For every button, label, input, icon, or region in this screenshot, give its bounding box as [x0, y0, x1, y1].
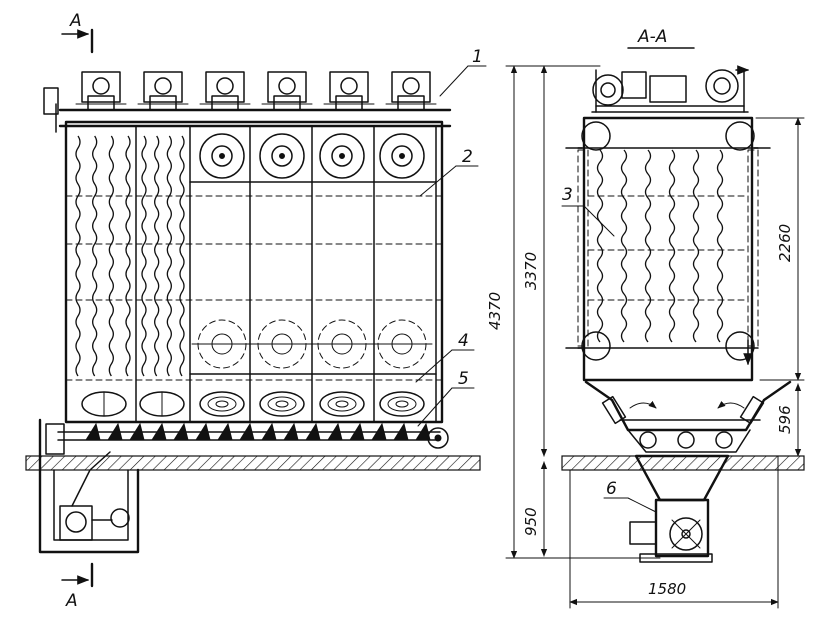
- chain-columns: [75, 135, 185, 377]
- section-chains: [587, 149, 749, 343]
- section-mark-bottom-label: A: [65, 591, 78, 611]
- dim-hopper-height: 596: [776, 405, 794, 434]
- pit-drive: [38, 418, 140, 554]
- drive-unit: [261, 71, 313, 111]
- dim-below-floor: 950: [522, 507, 540, 536]
- callout-6-label: 6: [606, 479, 617, 499]
- drive-unit: [323, 71, 375, 111]
- drive-unit: [75, 71, 127, 111]
- section-housing: [582, 116, 754, 382]
- callout-2-label: 2: [462, 147, 473, 167]
- column-dividers: [135, 125, 437, 423]
- section-title: A-A: [637, 27, 667, 47]
- dim-base-width: 1580: [648, 580, 686, 598]
- dim-overall-height: 4370: [486, 292, 504, 330]
- dim-upper-height: 3370: [522, 252, 540, 290]
- section-hopper: [584, 380, 792, 453]
- screw-conveyor: [57, 422, 449, 449]
- dim-column-height: 2260: [776, 224, 794, 262]
- floor-left: [25, 455, 481, 471]
- callout-4: 4: [415, 331, 475, 383]
- callout-3-label: 3: [562, 185, 573, 205]
- callout-5: 5: [417, 369, 475, 427]
- section-mark-top: A: [61, 11, 94, 54]
- callout-5-label: 5: [458, 369, 469, 389]
- callout-1-label: 1: [472, 47, 483, 67]
- callout-3: 3: [561, 185, 615, 237]
- section-mark-bottom: A: [61, 562, 94, 611]
- section-view: A-A: [561, 27, 805, 563]
- upper-sprockets: [199, 133, 425, 179]
- floor-right: [561, 455, 805, 471]
- callout-4-label: 4: [458, 331, 469, 351]
- main-frame: [64, 120, 444, 424]
- callout-6: 6: [603, 479, 657, 513]
- section-top-drive: [591, 65, 750, 113]
- dimension-lines: 4370 3370 950 2260 596 1580: [486, 65, 805, 609]
- top-drive-units: [75, 71, 437, 111]
- drive-unit: [385, 71, 437, 111]
- drive-unit: [137, 71, 189, 111]
- front-view: A: [25, 11, 487, 611]
- drive-unit: [199, 71, 251, 111]
- callout-2: 2: [419, 147, 479, 197]
- section-mark-top-label: A: [69, 11, 82, 31]
- callout-1: 1: [439, 47, 487, 97]
- lower-chute: [629, 454, 730, 563]
- bottom-beaters: [81, 391, 425, 417]
- row-lines: [65, 181, 443, 381]
- lower-sprockets: [191, 319, 433, 369]
